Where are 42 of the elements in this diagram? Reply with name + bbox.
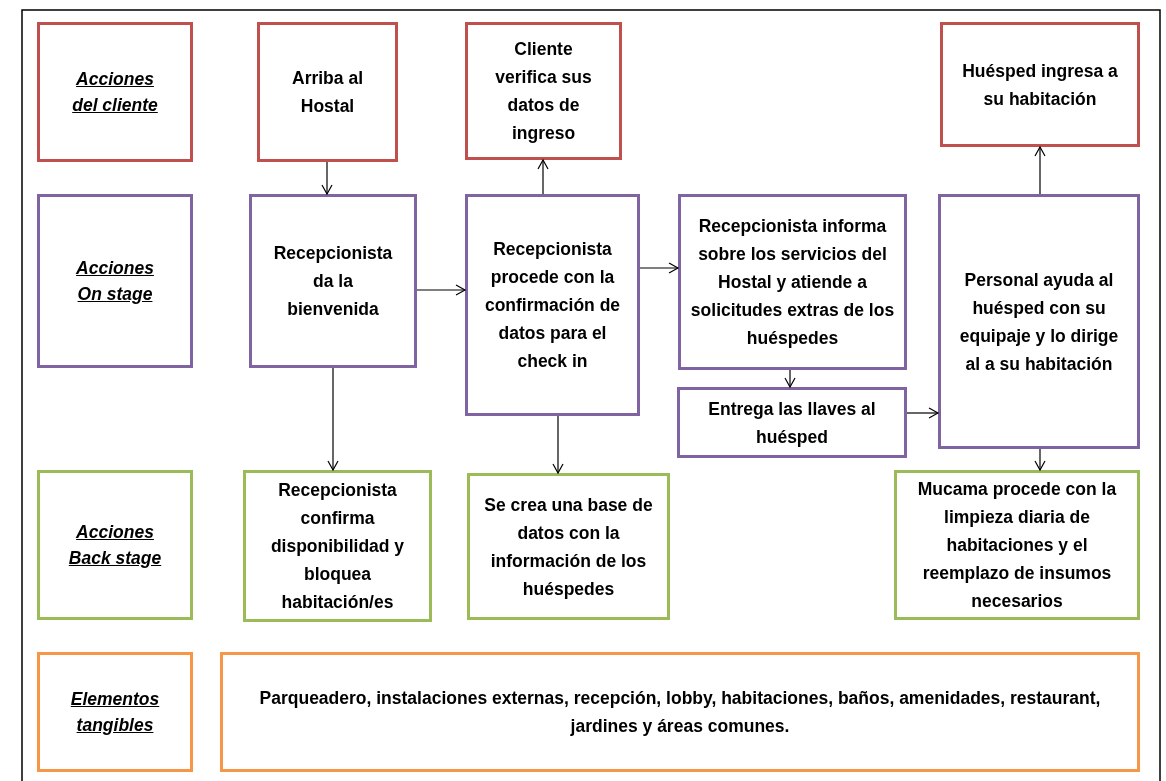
process-box [894, 470, 1140, 620]
arrow [639, 262, 679, 274]
step-text: Personal ayuda al huésped con su equipaje y lo dirige al a su habitación [958, 268, 1120, 376]
process-box [940, 22, 1140, 147]
arrow [416, 284, 466, 296]
lane-header-box [37, 470, 193, 620]
process-box [465, 22, 622, 160]
process-box [220, 652, 1140, 772]
step-text: Entrega las llaves al huésped [707, 397, 877, 449]
arrow [552, 415, 564, 474]
arrow [784, 369, 796, 388]
arrow [537, 159, 549, 195]
step-text: Recepcionista informa sobre los servicios del Hostal y atiende a solicitudes extras de los huéspedes [689, 215, 896, 350]
step-text: Recepcionista da la bienvenida [273, 242, 393, 321]
arrow [1034, 448, 1046, 471]
step-text: Parqueadero, instalaciones externas, recepción, lobby, habitaciones, baños, amenidades, restaurant, jardines y áreas comunes. [258, 687, 1102, 738]
arrow [906, 407, 939, 419]
step-text: Se crea una base de datos con la información de los huéspedes [484, 493, 653, 601]
step-text: Huésped ingresa a su habitación [961, 59, 1119, 111]
process-box [677, 387, 907, 458]
lane-title: Acciones del cliente [71, 67, 159, 117]
lane-header-box [37, 194, 193, 368]
step-text: Arriba al Hostal [291, 67, 364, 118]
lane-title: Acciones On stage [75, 256, 155, 306]
step-text: Recepcionista procede con la confirmación de datos para el check in [484, 238, 621, 373]
arrow [321, 161, 333, 195]
process-box [249, 194, 417, 368]
lane-title: Acciones Back stage [68, 520, 162, 570]
step-text: Recepcionista confirma disponibilidad y bloquea habitación/es [269, 479, 406, 614]
lane-header-box [37, 652, 193, 772]
arrow [1034, 146, 1046, 195]
lane-title: Elementos tangibles [69, 687, 161, 737]
step-text: Cliente verifica sus datos de ingreso [494, 38, 593, 145]
process-box [243, 470, 432, 622]
process-box [257, 22, 398, 162]
process-box [678, 194, 907, 370]
lane-header-box [37, 22, 193, 162]
process-box [465, 194, 640, 416]
arrow [327, 367, 339, 471]
process-box [467, 473, 670, 620]
process-box [938, 194, 1140, 449]
step-text: Mucama procede con la limpieza diaria de habitaciones y el reemplazo de insumos necesarios [916, 478, 1118, 613]
